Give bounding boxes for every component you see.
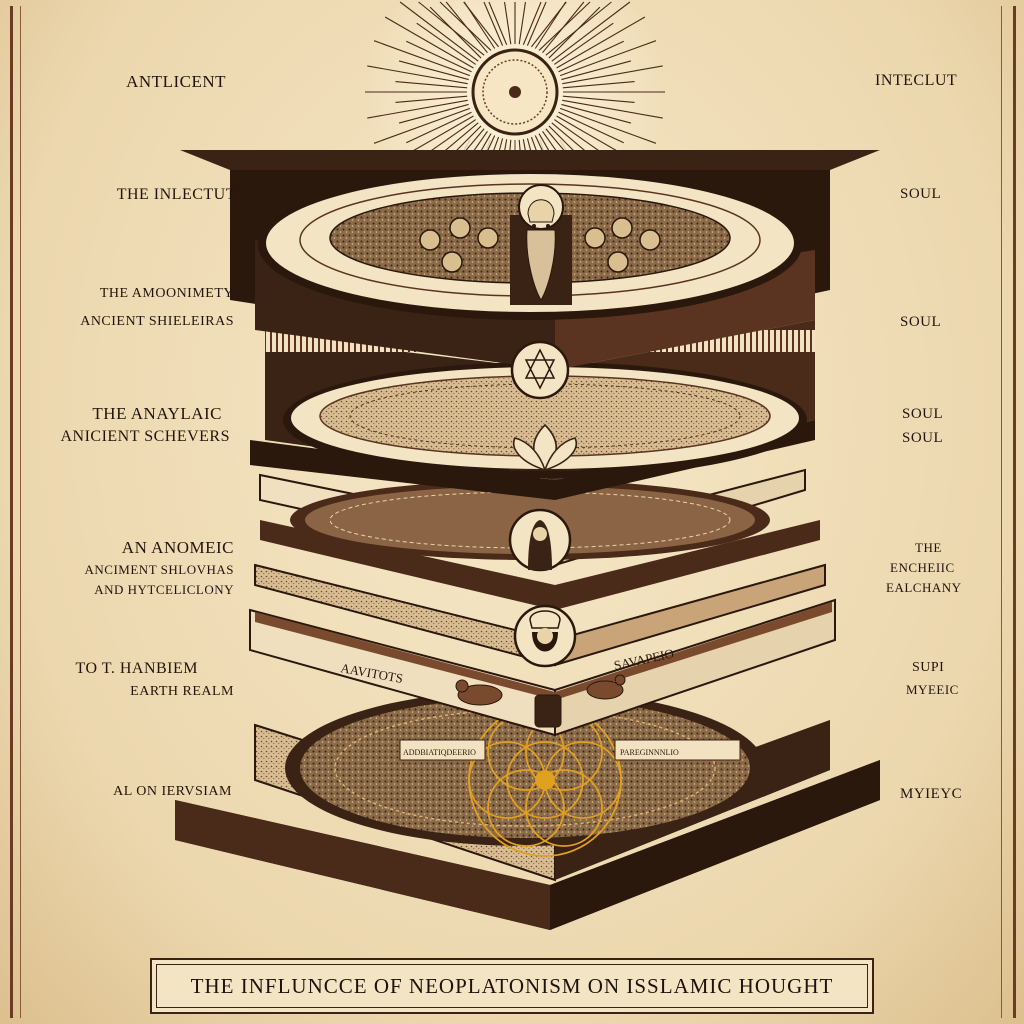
right-label-9: SUPI (912, 660, 945, 675)
right-label-11: MYIEYC (900, 786, 963, 802)
left-label-7: AN ANOMEIC (121, 538, 234, 557)
left-label-11: EARTH REALM (130, 684, 234, 699)
right-label-5: SOUL (902, 430, 944, 446)
layer-earth-realm (254, 690, 830, 882)
left-label-2: THE INLECTUT (116, 186, 236, 203)
left-label-5: THE ANAYLAIC (92, 404, 222, 423)
lotus-icon (510, 423, 580, 472)
right-label-1: INTECLUT (875, 72, 958, 89)
right-label-6: THE (915, 540, 942, 555)
base-block (175, 760, 880, 930)
outer-frame (10, 6, 1016, 1018)
layer5-right-inscription: PAREGINNNLIO (620, 748, 679, 757)
left-label-6: ANICIENT SCHEVERS (60, 428, 230, 445)
left-label-1: ANTLICENT (126, 72, 226, 91)
right-label-2: SOUL (900, 186, 942, 202)
right-label-10: MYEEIC (906, 682, 959, 697)
sage-figure-icon (510, 184, 572, 305)
title-banner: THE INFLUNCCE OF NEOPLATONISM ON ISSLAMI… (150, 958, 874, 1014)
left-label-4: ANCIENT SHIELEIRAS (80, 314, 234, 329)
right-label-3: SOUL (900, 314, 942, 330)
title-banner-border (156, 964, 868, 1008)
layer-lotus (250, 320, 815, 500)
layer5-left-inscription: ADDBIATIQDEERIO (403, 748, 476, 757)
inner-frame (20, 6, 1002, 1018)
page-title: THE INFLUNCCE OF NEOPLATONISM ON ISSLAMI… (190, 973, 834, 998)
hooded-figure-medallion-icon (508, 508, 572, 572)
left-label-12: AL ON IERVSIAM (113, 784, 232, 799)
left-label-9: AND HYTCELICLONY (94, 582, 234, 597)
star-medallion-icon (510, 340, 570, 400)
left-label-10: TO T. HANBIEM (75, 660, 198, 677)
left-label-3: THE AMOONIMETY (99, 286, 234, 301)
left-label-8: ANCIMENT SHLOVHAS (84, 562, 234, 577)
animal-figures-icon (455, 674, 626, 728)
right-label-8: EALCHANY (886, 580, 962, 595)
right-label-7: ENCHEIIC (890, 560, 955, 575)
layer-top-basin (180, 150, 880, 370)
layer-scroll-band (249, 598, 836, 737)
bearded-figure-medallion-icon (513, 604, 577, 668)
right-label-4: SOUL (902, 406, 944, 422)
